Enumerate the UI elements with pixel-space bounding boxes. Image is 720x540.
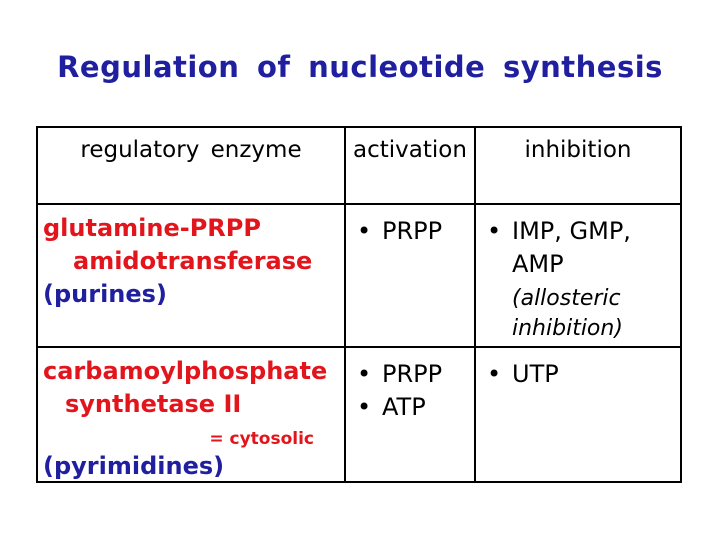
bullet-icon: •	[487, 360, 502, 388]
enzyme-name-line1: glutamine-PRPP	[43, 214, 261, 242]
pathway-label-purines: (purines)	[43, 280, 167, 308]
pathway-label-pyrimidines: (pyrimidines)	[43, 452, 225, 480]
column-header-inhibition: inhibition	[476, 128, 680, 205]
activation-value: PRPP	[382, 360, 443, 388]
activation-value: PRPP	[382, 217, 443, 245]
inhibition-value: UTP	[512, 360, 559, 388]
enzyme-cell-glutamine-prpp: glutamine-PRPP amidotransferase (purines…	[38, 205, 346, 348]
inhibition-cell-row2: • UTP	[476, 348, 680, 481]
list-item: • PRPP	[346, 358, 474, 391]
activation-cell-row2: • PRPP • ATP	[346, 348, 476, 481]
enzyme-name-line1: carbamoylphosphate	[43, 357, 328, 385]
enzyme-name-line2: synthetase II	[65, 390, 242, 418]
inhibition-value-line2: AMP	[512, 250, 564, 278]
inhibition-note-line2: inhibition)	[512, 316, 623, 341]
bullet-icon: •	[357, 360, 372, 388]
activation-cell-row1: • PRPP	[346, 205, 476, 348]
list-item: • ATP	[346, 391, 474, 424]
enzyme-cell-carbamoylphosphate: carbamoylphosphate synthetase II = cytos…	[38, 348, 346, 481]
inhibition-cell-row1: • IMP, GMP, AMP (allosteric inhibition)	[476, 205, 680, 348]
list-item: • PRPP	[346, 215, 474, 248]
inhibition-note-line1: (allosteric	[512, 286, 621, 311]
bullet-icon: •	[487, 217, 502, 245]
list-item: • IMP, GMP,	[476, 215, 680, 248]
enzyme-name-line2: amidotransferase	[73, 247, 313, 275]
bullet-icon: •	[357, 217, 372, 245]
list-item: • UTP	[476, 358, 680, 391]
column-header-regulatory-enzyme: regulatory enzyme	[38, 128, 346, 205]
enzyme-location-note: = cytosolic	[209, 429, 314, 449]
slide-title: Regulation of nucleotide synthesis	[57, 50, 663, 84]
column-header-activation: activation	[346, 128, 476, 205]
regulation-table: regulatory enzyme activation inhibition …	[36, 126, 682, 483]
activation-value: ATP	[382, 393, 426, 421]
bullet-icon: •	[357, 393, 372, 421]
inhibition-value-line1: IMP, GMP,	[512, 217, 631, 245]
